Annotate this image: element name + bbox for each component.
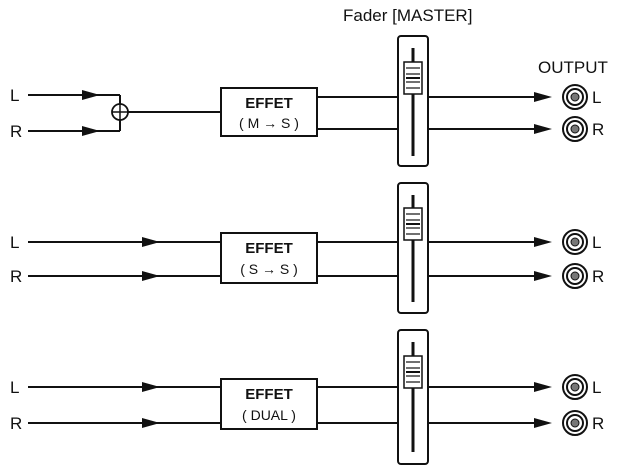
row3-effect-mode: ( DUAL )	[242, 407, 296, 423]
row1-output-left-jack-icon	[562, 84, 588, 110]
row2-output-left-label: L	[592, 233, 601, 252]
row1-effect-mode: ( M → S )	[239, 115, 299, 131]
row1-input-left-arrow	[82, 90, 100, 100]
row1-input-right-arrow	[82, 126, 100, 136]
row2-input-right-label: R	[10, 267, 22, 286]
row3-output-left-label: L	[592, 378, 601, 397]
row2-output-right-jack-icon	[562, 263, 588, 289]
row3-master-fader	[397, 329, 429, 465]
fader-master-label: Fader [MASTER]	[343, 6, 472, 25]
row1-output-left-label: L	[592, 88, 601, 107]
row1-input-left-label: L	[10, 86, 19, 105]
row3-effect-title: EFFET	[245, 386, 293, 403]
row3-output-left-jack-icon	[562, 374, 588, 400]
row3-output-right-label: R	[592, 414, 604, 433]
row2-output-left-jack-icon	[562, 229, 588, 255]
row-dual: L R EFFET ( DUAL ) L R	[10, 329, 604, 465]
row2-output-right-label: R	[592, 267, 604, 286]
row1-effect-title: EFFET	[245, 95, 293, 112]
output-label: OUTPUT	[538, 58, 608, 77]
row1-input-right-label: R	[10, 122, 22, 141]
row1-effect-box	[220, 87, 318, 137]
row1-master-fader	[397, 35, 429, 167]
row3-input-right-label: R	[10, 414, 22, 433]
row1-output-right-jack-icon	[562, 116, 588, 142]
row-mono-to-stereo: L R EFFET ( M → S )	[10, 35, 604, 167]
row2-effect-title: EFFET	[245, 240, 293, 257]
row3-effect-box	[220, 378, 318, 430]
summing-node-icon	[111, 103, 129, 121]
row2-effect-box	[220, 232, 318, 284]
row3-output-right-jack-icon	[562, 410, 588, 436]
row3-input-left-label: L	[10, 378, 19, 397]
row1-output-right-label: R	[592, 120, 604, 139]
row2-input-left-label: L	[10, 233, 19, 252]
row2-master-fader	[397, 182, 429, 314]
row2-effect-mode: ( S → S )	[240, 261, 298, 277]
row-stereo-to-stereo: L R EFFET ( S → S ) L R	[10, 182, 604, 314]
